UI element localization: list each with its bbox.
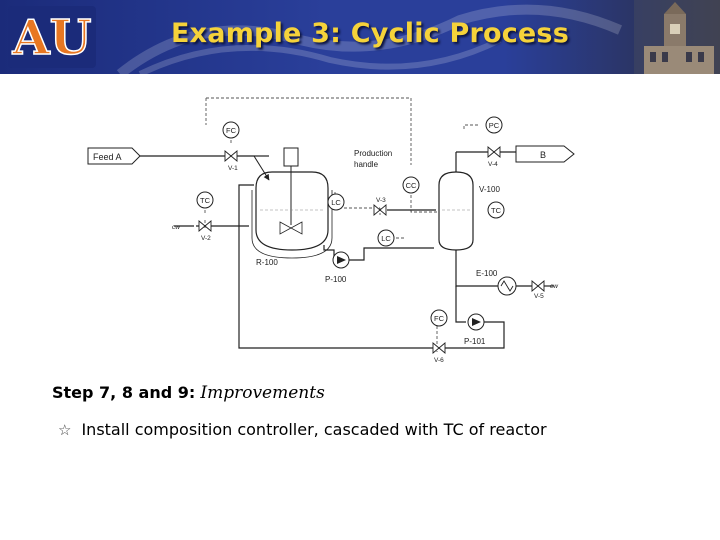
- feed-a-arrow: [87, 147, 141, 165]
- cc-controller: [402, 176, 420, 194]
- pc-controller: [485, 116, 503, 134]
- svg-text:CC: CC: [406, 181, 417, 190]
- svg-text:PC: PC: [489, 121, 500, 130]
- star-outline-icon: ☆: [58, 420, 72, 439]
- exchanger-label: E-100: [476, 269, 498, 278]
- svg-text:LC: LC: [331, 198, 341, 207]
- process-lines: [139, 151, 554, 349]
- process-flow-diagram: Feed A B R-100 P-100 V-100 E-100 P-101: [87, 97, 575, 364]
- svg-text:V-2: V-2: [201, 235, 211, 242]
- au-logo-icon: AU: [8, 6, 96, 68]
- step-label: Step 7, 8 and 9:: [52, 383, 196, 402]
- fc-bottom-controller: [430, 309, 448, 327]
- step-subtitle: Improvements: [200, 383, 325, 403]
- lc-column-controller: [377, 229, 395, 247]
- svg-text:TC: TC: [491, 206, 502, 215]
- cw-left-label: cw: [172, 224, 181, 231]
- bullet-text: Install composition controller, cascaded…: [81, 420, 547, 439]
- bullet-item: ☆ Install composition controller, cascad…: [58, 420, 547, 439]
- reactor-label: R-100: [256, 258, 278, 267]
- valve-v5-icon: [531, 280, 545, 292]
- feed-a-label: Feed A: [93, 152, 122, 162]
- production-handle-label-2: handle: [354, 160, 379, 169]
- svg-text:FC: FC: [434, 314, 445, 323]
- valve-v2-icon: [198, 220, 212, 232]
- svg-text:AU: AU: [11, 10, 91, 66]
- product-b-label: B: [540, 150, 546, 160]
- valve-v4-icon: [487, 146, 501, 158]
- svg-text:FC: FC: [226, 126, 237, 135]
- cw-right-label: cw: [550, 283, 559, 290]
- header-band: AU Example 3: Cyclic Process: [0, 0, 720, 74]
- pump2-label: P-101: [464, 337, 486, 346]
- column-label: V-100: [479, 185, 500, 194]
- svg-text:V-6: V-6: [434, 357, 444, 364]
- svg-text:TC: TC: [200, 196, 211, 205]
- tc-left-controller: [196, 191, 214, 209]
- valve-v1-icon: [224, 150, 238, 162]
- svg-text:V-4: V-4: [488, 161, 498, 168]
- column-v100: [438, 171, 474, 251]
- valve-v6-icon: [432, 342, 446, 354]
- svg-text:V-1: V-1: [228, 165, 238, 172]
- product-b-arrow: [515, 145, 575, 163]
- tc-column-controller: [487, 201, 505, 219]
- svg-text:LC: LC: [381, 234, 391, 243]
- svg-text:V-5: V-5: [534, 293, 544, 300]
- valve-v3-icon: [373, 204, 387, 216]
- reactor-r100: [251, 147, 333, 259]
- lc-reactor-controller: [327, 193, 345, 211]
- production-handle-label-1: Production: [354, 149, 392, 158]
- step-heading: Step 7, 8 and 9: Improvements: [52, 383, 325, 403]
- page-title: Example 3: Cyclic Process: [171, 18, 569, 49]
- samford-tower-icon: [634, 0, 720, 74]
- eagle-pattern-icon: [116, 4, 623, 74]
- fc-top-controller: [222, 121, 240, 139]
- svg-text:V-3: V-3: [376, 197, 386, 204]
- pump1-label: P-100: [325, 275, 347, 284]
